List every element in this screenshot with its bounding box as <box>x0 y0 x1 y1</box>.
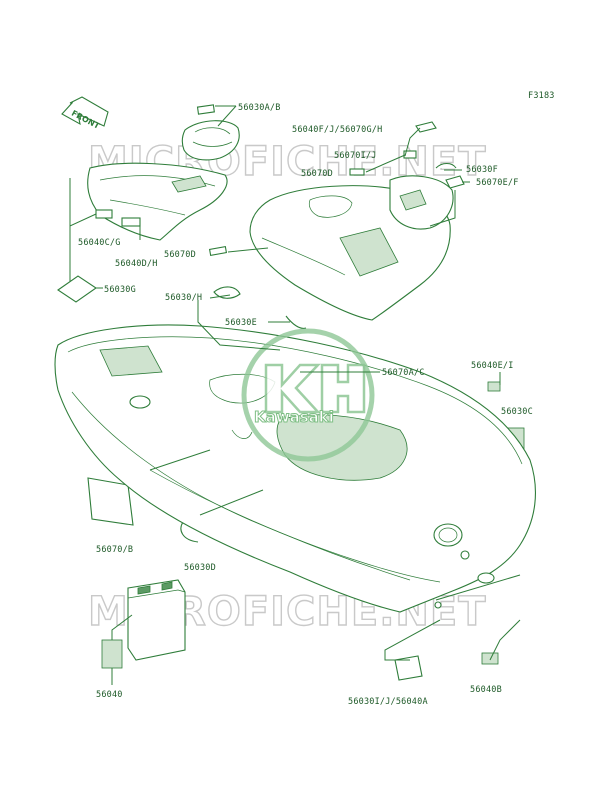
label-56070d-top: 56070D <box>301 169 333 179</box>
kawasaki-logo-icon: Kawasaki <box>241 328 375 462</box>
decal-56070b <box>87 477 134 526</box>
label-56070ef: 56070E/F <box>476 178 519 188</box>
label-56040ei: 56040E/I <box>471 361 514 371</box>
figure-code: F3183 <box>528 91 555 101</box>
label-56030f: 56030F <box>466 165 498 175</box>
label-56070ac: 56070A/C <box>382 368 425 378</box>
decal-56070d-mid <box>208 246 228 256</box>
handlebar-pad-part <box>389 175 454 230</box>
decal-56040fj <box>415 121 437 133</box>
decal-56030e <box>285 315 307 329</box>
hull-part <box>54 324 536 613</box>
label-56030e: 56030E <box>225 318 257 328</box>
label-56070d-mid: 56070D <box>164 250 196 260</box>
label-56040: 56040 <box>96 690 123 700</box>
decal-56040 <box>101 639 123 669</box>
label-56030d: 56030D <box>184 563 216 573</box>
decal-56070d-top <box>349 168 365 176</box>
label-56030ij-56040a: 56030I/J/56040A <box>348 697 428 707</box>
label-56030g: 56030G <box>104 285 136 295</box>
decal-56030f <box>435 162 457 169</box>
front-arrow-icon: FRONT <box>61 96 109 131</box>
label-56040fj-56070gh: 56040F/J/56070G/H <box>292 125 382 135</box>
decal-56040ei <box>487 381 501 392</box>
label-56040cg: 56040C/G <box>78 238 121 248</box>
decal-56030d <box>180 521 199 543</box>
decal-56030ab <box>196 104 215 115</box>
logo-text: Kawasaki <box>254 408 334 426</box>
decal-56070ij <box>403 150 417 159</box>
label-56040b: 56040B <box>470 685 502 695</box>
decal-56040b <box>481 652 499 665</box>
label-56030ab: 56030A/B <box>238 103 281 113</box>
decal-56040cg <box>95 209 113 219</box>
engine-cover-part <box>87 162 228 241</box>
decal-56070ef <box>445 175 465 189</box>
seat-cowl-part <box>181 120 240 161</box>
leader-lines <box>69 105 521 685</box>
label-56040dh: 56040D/H <box>115 259 158 269</box>
label-56070ij: 56070I/J <box>334 151 377 161</box>
decal-56040dh <box>121 217 141 227</box>
decal-56030h <box>213 286 241 299</box>
label-56030c: 56030C <box>501 407 533 417</box>
decal-56030g <box>57 275 97 303</box>
label-56030h: 56030/H <box>165 293 202 303</box>
label-56070b: 56070/B <box>96 545 133 555</box>
battery-part <box>101 579 186 669</box>
decal-56030ij <box>394 655 423 681</box>
